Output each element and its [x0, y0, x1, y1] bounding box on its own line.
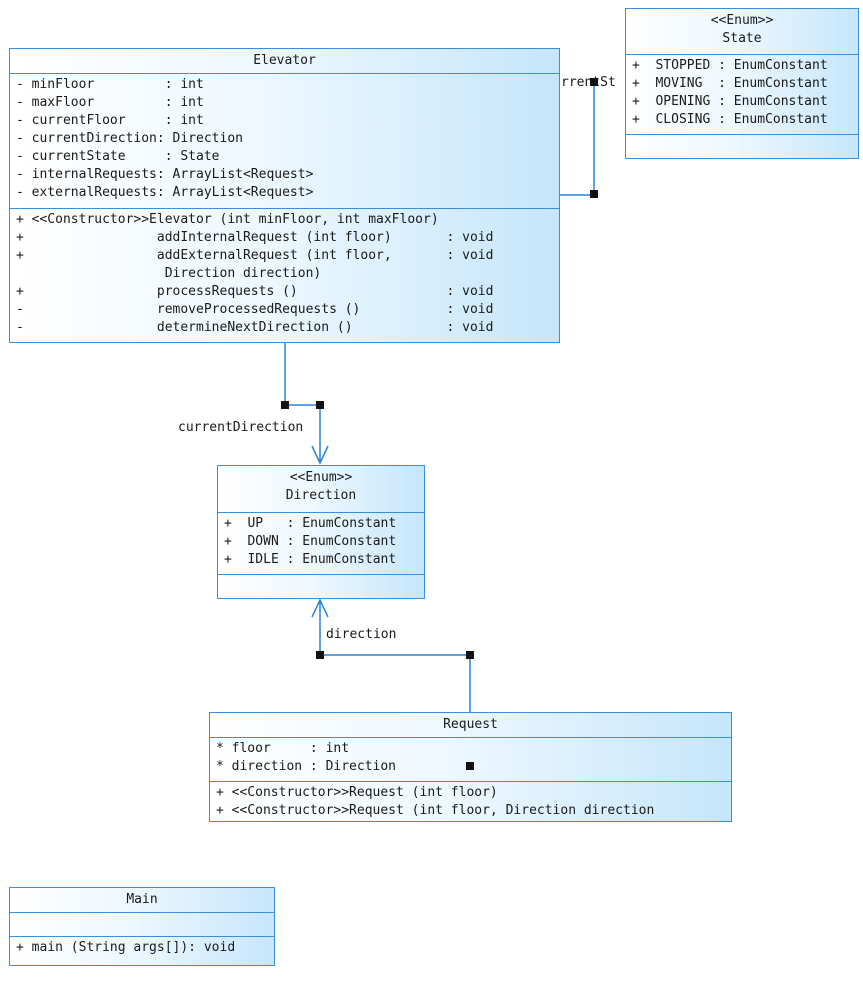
association-endpoint-marker[interactable] [281, 401, 289, 409]
main-class[interactable]: Main + main (String args[]): void [9, 887, 275, 966]
attribute: - externalRequests: ArrayList<Request> [16, 185, 314, 200]
attribute: * floor : int [216, 741, 350, 756]
method: + addExternalRequest (int floor, : void [16, 248, 494, 263]
stereotype-label: <<Enum>> [289, 470, 353, 485]
method: + addInternalRequest (int floor) : void [16, 230, 494, 245]
state-constants: + STOPPED : EnumConstant + MOVING : Enum… [626, 54, 858, 134]
attribute: - maxFloor : int [16, 95, 204, 110]
method: + <<Constructor>>Request (int floor, Dir… [216, 803, 655, 818]
request-attributes: * floor : int * direction : Direction [210, 737, 731, 781]
method-continuation: Direction direction) [16, 266, 322, 281]
main-methods: + main (String args[]): void [10, 936, 274, 959]
association-endpoint-marker[interactable] [590, 78, 598, 86]
class-name: Main [126, 892, 158, 907]
direction-enum[interactable]: <<Enum>> Direction + UP : EnumConstant +… [217, 465, 425, 599]
method: + processRequests () : void [16, 284, 494, 299]
current-direction-association [284, 342, 321, 463]
class-name: Direction [285, 488, 357, 503]
current-state-label: rrentSt [561, 75, 616, 90]
attribute: * direction : Direction [216, 759, 397, 774]
association-endpoint-marker[interactable] [466, 762, 474, 770]
direction-constants: + UP : EnumConstant + DOWN : EnumConstan… [218, 512, 424, 574]
enum-constant: + UP : EnumConstant [224, 516, 397, 531]
association-endpoint-marker[interactable] [466, 651, 474, 659]
class-name: Request [443, 717, 498, 732]
main-attributes [10, 912, 274, 936]
method: + <<Constructor>>Request (int floor) [216, 785, 498, 800]
direction-association [319, 600, 471, 712]
request-class[interactable]: Request * floor : int * direction : Dire… [209, 712, 732, 822]
attribute: - currentState : State [16, 149, 220, 164]
direction-label: direction [326, 627, 397, 642]
method: + main (String args[]): void [16, 940, 236, 955]
attribute: - internalRequests: ArrayList<Request> [16, 167, 314, 182]
request-methods: + <<Constructor>>Request (int floor) + <… [210, 781, 731, 822]
direction-empty-section [218, 574, 424, 598]
class-name: State [722, 31, 762, 46]
stereotype-label: <<Enum>> [710, 13, 774, 28]
current-direction-label: currentDirection [178, 420, 304, 435]
method: - removeProcessedRequests () : void [16, 302, 494, 317]
enum-constant: + IDLE : EnumConstant [224, 552, 397, 567]
current-direction-arrowhead [311, 445, 329, 465]
direction-enum-header: <<Enum>> Direction [218, 466, 424, 512]
state-enum-header: <<Enum>> State [626, 9, 858, 54]
class-name: Elevator [253, 53, 316, 68]
main-class-header: Main [10, 888, 274, 912]
state-empty-section [626, 134, 858, 158]
direction-arrowhead [311, 598, 329, 618]
association-endpoint-marker[interactable] [590, 190, 598, 198]
association-endpoint-marker[interactable] [316, 401, 324, 409]
enum-constant: + CLOSING : EnumConstant [632, 112, 828, 127]
attribute: - minFloor : int [16, 77, 204, 92]
elevator-class-header: Elevator [10, 49, 559, 73]
elevator-methods: + <<Constructor>>Elevator (int minFloor,… [10, 208, 559, 339]
request-class-header: Request [210, 713, 731, 737]
enum-constant: + DOWN : EnumConstant [224, 534, 397, 549]
association-endpoint-marker[interactable] [316, 651, 324, 659]
attribute: - currentDirection: Direction [16, 131, 243, 146]
enum-constant: + MOVING : EnumConstant [632, 76, 828, 91]
state-enum[interactable]: <<Enum>> State + STOPPED : EnumConstant … [625, 8, 859, 159]
method: - determineNextDirection () : void [16, 320, 494, 335]
method: + <<Constructor>>Elevator (int minFloor,… [16, 212, 439, 227]
elevator-class[interactable]: Elevator - minFloor : int - maxFloor : i… [9, 48, 560, 343]
enum-constant: + STOPPED : EnumConstant [632, 58, 828, 73]
current-state-association [560, 84, 595, 196]
enum-constant: + OPENING : EnumConstant [632, 94, 828, 109]
elevator-attributes: - minFloor : int - maxFloor : int - curr… [10, 73, 559, 208]
attribute: - currentFloor : int [16, 113, 204, 128]
